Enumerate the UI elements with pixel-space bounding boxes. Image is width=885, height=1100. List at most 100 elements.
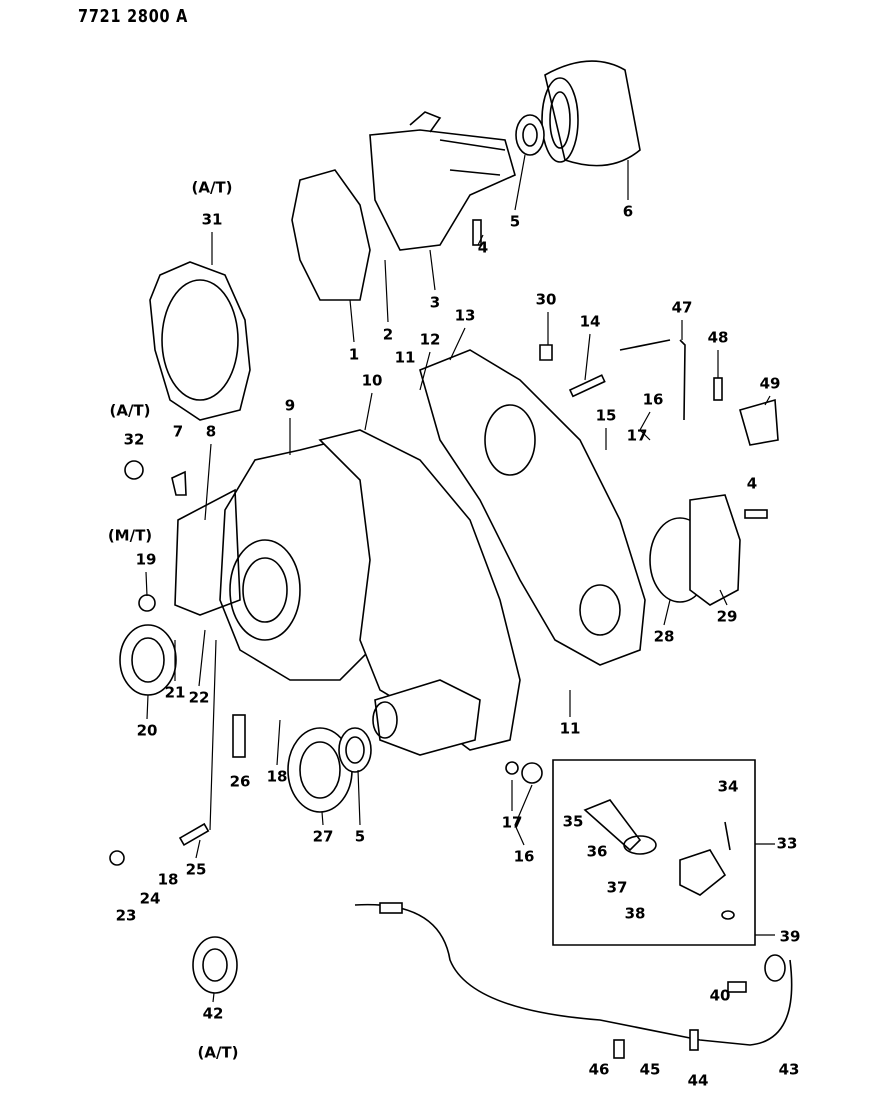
callout-label: 46 — [589, 1061, 610, 1079]
part-pin-34 — [724, 821, 731, 851]
part-bolt-14 — [568, 374, 606, 398]
part-40 — [727, 981, 747, 993]
callout-label: 11 — [560, 720, 581, 738]
callout-label: 31 — [202, 211, 223, 229]
callout-label: 34 — [718, 778, 739, 796]
callout-label: 19 — [136, 551, 157, 569]
callout-label: 21 — [165, 684, 186, 702]
callout-label: (A/T) — [109, 402, 150, 420]
part-bracket-49 — [739, 398, 779, 446]
callout-label: 22 — [189, 689, 210, 707]
callout-label: 45 — [640, 1061, 661, 1079]
part-7 — [171, 470, 187, 496]
callout-label: 10 — [362, 372, 383, 390]
part-bolt-26 — [232, 714, 246, 758]
part-cover-29 — [689, 494, 741, 606]
callout-label: 25 — [186, 861, 207, 879]
callout-label: 13 — [455, 307, 476, 325]
part-44 — [689, 1029, 699, 1051]
part-rear-cover-13 — [419, 349, 646, 666]
callout-label: 8 — [206, 423, 216, 441]
part-washer-17 — [505, 761, 519, 775]
part-oring-38 — [721, 910, 735, 920]
callout-label: 33 — [777, 835, 798, 853]
callout-label: 14 — [580, 313, 601, 331]
callout-label: 44 — [688, 1072, 709, 1090]
callout-label: 23 — [116, 907, 137, 925]
callout-label: (A/T) — [197, 1044, 238, 1062]
part-gasket-31 — [149, 261, 251, 421]
callout-label: 29 — [717, 608, 738, 626]
callout-label: 15 — [596, 407, 617, 425]
part-bolt-4 — [472, 219, 482, 246]
callout-label: 27 — [313, 828, 334, 846]
callout-label: 17 — [502, 814, 523, 832]
callout-label: 32 — [124, 431, 145, 449]
part-gasket-8 — [174, 488, 241, 616]
part-30 — [539, 344, 553, 361]
part-bolt-48 — [713, 377, 723, 401]
callout-label: 49 — [760, 375, 781, 393]
part-plug-19 — [138, 594, 156, 612]
part-boot-6 — [541, 60, 641, 167]
callout-label: 36 — [587, 843, 608, 861]
part-nut-23 — [109, 850, 125, 866]
callout-label: 6 — [623, 203, 633, 221]
callout-label: 12 — [420, 331, 441, 349]
callout-label: 43 — [779, 1061, 800, 1079]
part-transfer-case-9 — [219, 429, 521, 756]
part-plug-16 — [521, 762, 543, 784]
callout-label: 5 — [355, 828, 365, 846]
callout-label: 26 — [230, 773, 251, 791]
callout-label: 7 — [173, 423, 183, 441]
callout-label: 35 — [563, 813, 584, 831]
cable-end — [379, 902, 403, 914]
callout-label: 18 — [267, 768, 288, 786]
part-extension-housing-3 — [369, 111, 516, 251]
part-bolt-4b — [744, 509, 768, 519]
callout-label: 1 — [349, 346, 359, 364]
diagram-code: 7721 2800 A — [78, 6, 189, 27]
part-seal-42 — [192, 936, 238, 994]
callout-label: 40 — [710, 987, 731, 1005]
callout-label: 18 — [158, 871, 179, 889]
callout-label: 39 — [780, 928, 801, 946]
callout-label: 3 — [430, 294, 440, 312]
callout-label: 37 — [607, 879, 628, 897]
part-35 — [583, 799, 642, 852]
part-seal-5 — [515, 114, 545, 156]
callout-label: (M/T) — [108, 527, 152, 545]
callout-label: 17 — [627, 427, 648, 445]
leader-lines — [145, 154, 775, 1003]
speedometer-kit-box-33 — [552, 759, 756, 946]
part-plug-32 — [124, 460, 144, 480]
cable-43 — [354, 903, 793, 1046]
callout-label: 4 — [747, 475, 757, 493]
part-seal-5-lower — [338, 727, 372, 773]
callout-label: 38 — [625, 905, 646, 923]
part-45 — [613, 1039, 625, 1059]
part-37 — [679, 849, 727, 896]
callout-label: 4 — [478, 239, 488, 257]
part-47 — [619, 339, 686, 421]
callout-label: 5 — [510, 213, 520, 231]
callout-label: 47 — [672, 299, 693, 317]
callout-label: 9 — [285, 397, 295, 415]
callout-label: 30 — [536, 291, 557, 309]
callout-label: (A/T) — [191, 179, 232, 197]
callout-label: 20 — [137, 722, 158, 740]
callout-label: 11 — [395, 349, 416, 367]
part-gasket-1 — [291, 169, 371, 301]
cable-connector — [764, 954, 786, 982]
callout-label: 48 — [708, 329, 729, 347]
part-oring-36 — [623, 835, 657, 855]
callout-label: 28 — [654, 628, 675, 646]
callout-label: 2 — [383, 326, 393, 344]
callout-label: 16 — [514, 848, 535, 866]
part-pin-25 — [178, 822, 210, 847]
callout-label: 42 — [203, 1005, 224, 1023]
callout-label: 24 — [140, 890, 161, 908]
callout-label: 16 — [643, 391, 664, 409]
